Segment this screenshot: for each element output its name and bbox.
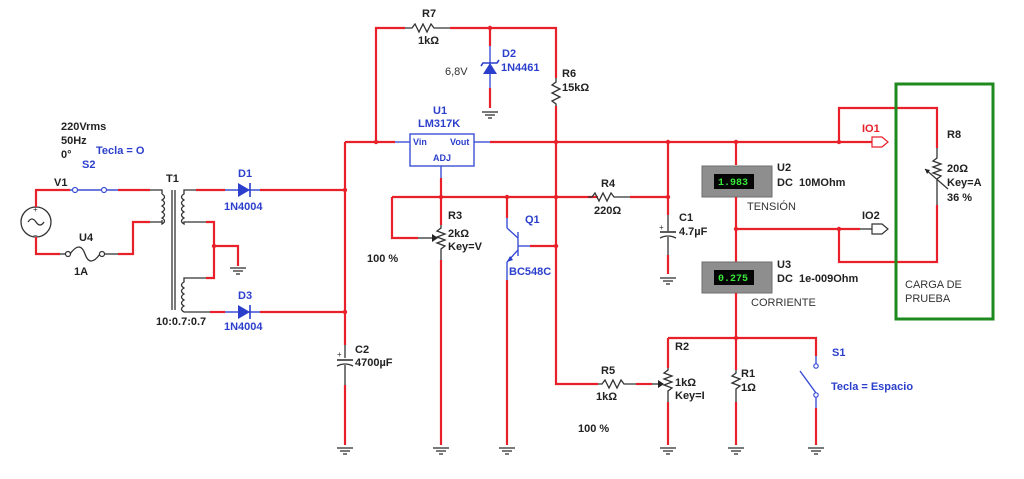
load-test-box <box>894 82 995 321</box>
u1-pin-vin: Vin <box>413 137 427 147</box>
t1-ratio: 10:0.7:0.7 <box>156 316 206 328</box>
r5-value: 1kΩ <box>596 391 617 403</box>
s1-ref: S1 <box>832 347 845 359</box>
u1-pin-adj: ADJ <box>433 153 451 163</box>
c1-ref: C1 <box>679 212 693 224</box>
potentiometer-r3[interactable] <box>418 225 447 260</box>
u1-model: LM317K <box>418 118 460 130</box>
d2-ref: D2 <box>502 48 516 60</box>
resistor-r6[interactable] <box>550 78 562 106</box>
s2-key: Tecla = O <box>96 145 145 157</box>
resistor-r1[interactable] <box>730 370 742 402</box>
t1-ref: T1 <box>166 173 179 185</box>
d3-ref: D3 <box>238 290 252 302</box>
r3-key: Key=V <box>448 241 483 253</box>
diode-d1[interactable] <box>225 183 260 197</box>
io1-label: IO1 <box>862 123 880 135</box>
r2-value: 1kΩ <box>675 377 696 389</box>
fuse-u4[interactable] <box>60 246 118 262</box>
transistor-q1[interactable] <box>506 218 530 280</box>
c2-value: 4700µF <box>355 357 393 369</box>
r8-key: Key=A <box>947 177 982 189</box>
v1-frequency: 50Hz <box>61 135 87 147</box>
switch-s1[interactable] <box>799 356 819 408</box>
capacitor-c2[interactable]: + <box>336 345 354 385</box>
u3-label: CORRIENTE <box>751 297 816 309</box>
d2-voltage: 6,8V <box>445 66 468 78</box>
r2-setting: 100 % <box>578 423 609 435</box>
r1-ref: R1 <box>741 368 755 380</box>
u4-ref: U4 <box>79 232 94 244</box>
ac-source-v1[interactable]: + − <box>20 205 52 240</box>
r2-key: Key=I <box>675 390 705 402</box>
r3-ref: R3 <box>448 210 462 222</box>
transformer-t1[interactable] <box>150 189 210 313</box>
switch-s2[interactable] <box>70 186 118 194</box>
u3-mode: DC 1e-009Ohm <box>777 273 859 285</box>
svg-text:−: − <box>33 231 38 240</box>
load-box-label-1: CARGA DE <box>905 279 962 291</box>
d2-model: 1N4461 <box>501 62 540 74</box>
r2-ref: R2 <box>675 341 689 353</box>
v1-voltage: 220Vrms <box>61 121 106 133</box>
svg-text:+: + <box>33 205 38 214</box>
r7-ref: R7 <box>422 8 436 20</box>
port-io1[interactable] <box>855 136 889 148</box>
r4-ref: R4 <box>601 178 616 190</box>
u3-reading: 0.275 <box>718 274 748 285</box>
d1-ref: D1 <box>238 168 252 180</box>
r3-value: 2kΩ <box>448 228 469 240</box>
regulator-u1[interactable] <box>395 133 490 178</box>
r7-value: 1kΩ <box>418 35 439 47</box>
resistor-r7[interactable] <box>405 22 450 34</box>
voltmeter-u2[interactable]: 1.983 <box>701 165 773 198</box>
capacitor-c1[interactable]: + <box>659 215 677 255</box>
r3-setting: 100 % <box>367 253 398 265</box>
resistor-r5[interactable] <box>598 378 636 390</box>
q1-model: BC548C <box>509 266 551 278</box>
d3-model: 1N4004 <box>224 321 263 333</box>
r5-ref: R5 <box>601 365 615 377</box>
u2-mode: DC 10MOhm <box>777 177 846 189</box>
u1-pin-vout: Vout <box>450 137 469 147</box>
r6-value: 15kΩ <box>562 82 589 94</box>
u1-ref: U1 <box>433 105 447 117</box>
u3-ref: U3 <box>777 259 791 271</box>
r1-value: 1Ω <box>741 382 756 394</box>
r8-setting: 36 % <box>947 192 972 204</box>
s1-key: Tecla = Espacio <box>831 381 913 393</box>
load-box-label-2: PRUEBA <box>905 293 951 305</box>
r8-ref: R8 <box>947 129 961 141</box>
s2-ref: S2 <box>82 159 95 171</box>
svg-text:+: + <box>337 350 342 359</box>
zener-d2[interactable] <box>480 46 500 88</box>
resistor-r4[interactable] <box>588 191 630 203</box>
c2-ref: C2 <box>355 344 369 356</box>
potentiometer-r8[interactable] <box>924 148 949 205</box>
u4-value: 1A <box>74 266 88 278</box>
v1-phase: 0° <box>61 149 72 161</box>
u2-label: TENSIÓN <box>747 200 796 213</box>
q1-ref: Q1 <box>525 214 540 226</box>
u2-ref: U2 <box>777 162 791 174</box>
io2-label: IO2 <box>862 210 880 222</box>
port-io2[interactable] <box>860 223 889 235</box>
diode-d3[interactable] <box>225 305 260 319</box>
d1-model: 1N4004 <box>224 201 263 213</box>
u2-reading: 1.983 <box>718 178 748 189</box>
ammeter-u3[interactable]: 0.275 <box>701 261 773 294</box>
c1-value: 4.7µF <box>679 226 708 238</box>
r8-value: 20Ω <box>947 163 968 175</box>
svg-text:+: + <box>659 223 664 232</box>
v1-ref: V1 <box>54 177 67 189</box>
r6-ref: R6 <box>562 68 576 80</box>
potentiometer-r2[interactable] <box>658 368 674 402</box>
r4-value: 220Ω <box>594 205 621 217</box>
